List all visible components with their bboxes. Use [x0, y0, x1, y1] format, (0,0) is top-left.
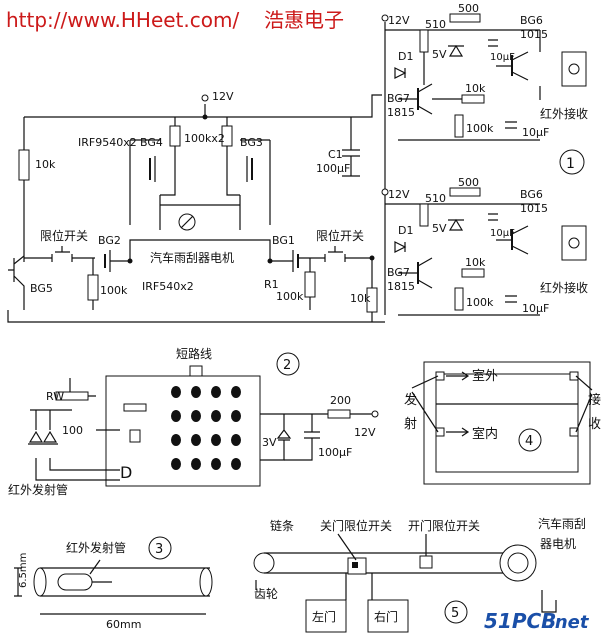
- bg2-label: BG2: [98, 234, 121, 247]
- rx-top-r500: 500: [458, 2, 479, 15]
- watermark-b: .net: [548, 612, 590, 633]
- rx-bot-label: 红外接收: [540, 280, 588, 295]
- rx-top-bg7: BG7: [387, 92, 410, 105]
- motor-driver-circuit: 12V 10k BG5 限位开关 100k BG2 BG1 R1 100k: [7, 90, 385, 323]
- r-100k-left-label: 100k: [100, 284, 128, 297]
- rx-top-bg6-type: 1015: [520, 28, 548, 41]
- rx-top-index: 1: [566, 156, 575, 172]
- rx-bot-bg7: BG7: [387, 266, 410, 279]
- bg4-label: BG4: [140, 136, 163, 149]
- fig3-emitter-tube: 3 红外发射管 6.5mm 60mm: [14, 536, 213, 631]
- irf9540-label: IRF9540x2: [78, 136, 137, 149]
- ir-receiver-bottom: 12V D1 500 510 5V 10μF BG7 1815 10k 100k…: [381, 176, 588, 316]
- rx-bot-bg7-type: 1815: [387, 280, 415, 293]
- rx-bot-z5v: 5V: [432, 222, 447, 235]
- fig2-emitter-label: 红外发射管: [8, 482, 68, 497]
- limit-left-label: 限位开关: [40, 228, 88, 243]
- fig5-open: 开门限位开关: [408, 518, 480, 533]
- fig4-rx-2: 收: [588, 417, 601, 432]
- fig2-z3v: 3V: [262, 436, 277, 449]
- r-top-left-label: 10k: [35, 158, 56, 171]
- rx-top-bg6: BG6: [520, 14, 543, 27]
- fig4-layout: 室外 室内 发 射 接 收 4: [404, 361, 601, 485]
- fig4-outdoor: 室外: [472, 368, 498, 384]
- chip-pins: [171, 386, 241, 470]
- fig2-short-label: 短路线: [176, 346, 212, 361]
- fig4-tx-1: 发: [404, 392, 417, 408]
- rx-bot-c10u-b: 10μF: [522, 302, 549, 315]
- rx-top-r510: 510: [425, 18, 446, 31]
- fig5-close: 关门限位开关: [320, 518, 392, 533]
- rx-bot-r510: 510: [425, 192, 446, 205]
- fig5-motor-2: 器电机: [540, 537, 576, 551]
- fig3-len: 60mm: [106, 618, 141, 631]
- rx-bot-bg6-type: 1015: [520, 202, 548, 215]
- rx-top-r100k: 100k: [466, 122, 494, 135]
- r1-label: R1: [264, 278, 279, 291]
- chip-d-label: D: [120, 463, 132, 482]
- rx-bot-r100k: 100k: [466, 296, 494, 309]
- limit-right-label: 限位开关: [316, 228, 364, 243]
- gear-icon: [253, 552, 275, 574]
- irf540-label: IRF540x2: [142, 280, 194, 293]
- c1-label: C1: [328, 148, 343, 161]
- fig4-tx-2: 射: [404, 416, 417, 432]
- bg5-label: BG5: [30, 282, 53, 295]
- rx-bot-d1: D1: [398, 224, 413, 237]
- fig2-r200: 200: [330, 394, 351, 407]
- bg3-label: BG3: [240, 136, 263, 149]
- rx-bot-c10u-a: 10μF: [490, 228, 515, 239]
- rx-bot-bg6: BG6: [520, 188, 543, 201]
- rx-top-r10k: 10k: [465, 82, 486, 95]
- fig2-vcc: 12V: [354, 426, 376, 439]
- rx-top-c10u-b: 10μF: [522, 126, 549, 139]
- r-100kx2-label: 100kx2: [184, 132, 225, 145]
- r-10k-bottom-label: 10k: [350, 292, 371, 305]
- header-url[interactable]: http://www.HHeet.com/: [6, 8, 239, 32]
- fig5-index: 5: [451, 606, 459, 621]
- fig4-index: 4: [525, 434, 533, 449]
- rx-top-z5v: 5V: [432, 48, 447, 61]
- rx-top-label: 红外接收: [540, 106, 588, 121]
- rx-top-vcc: 12V: [388, 14, 410, 27]
- fig2-index: 2: [283, 358, 291, 373]
- fig5-right: 右门: [374, 609, 398, 624]
- fig3-dia: 6.5mm: [18, 553, 29, 588]
- r1-value-label: 100k: [276, 290, 304, 303]
- fig5-motor-1: 汽车雨刮: [538, 516, 586, 531]
- fig2-cap: 100μF: [318, 446, 352, 459]
- rx-bot-r10k: 10k: [465, 256, 486, 269]
- fig2-emitter-driver: 2 短路线 D 200 12V 3V 100μF RW 100 红外发射管: [8, 346, 379, 497]
- rx-top-c10u-a: 10μF: [490, 52, 515, 63]
- fig5-left: 左门: [312, 609, 336, 624]
- fig3-index: 3: [155, 542, 163, 557]
- bg1-label: BG1: [272, 234, 295, 247]
- fig4-rx-1: 接: [588, 392, 601, 408]
- rx-top-d1: D1: [398, 50, 413, 63]
- fig4-indoor: 室内: [472, 426, 498, 442]
- c1-value-label: 100μF: [316, 162, 350, 175]
- fig5-door-mechanism: 链条 关门限位开关 开门限位开关 汽车雨刮 器电机 齿轮 左门 右门 5: [253, 516, 586, 633]
- rx-bot-r500: 500: [458, 176, 479, 189]
- fig3-label: 红外发射管: [66, 540, 126, 555]
- rx-top-bg7-type: 1815: [387, 106, 415, 119]
- fig5-gear: 齿轮: [254, 587, 278, 601]
- c1-vcc-label: 12V: [212, 90, 234, 103]
- fig2-rw-value: 100: [62, 424, 83, 437]
- motor-label: 汽车雨刮器电机: [150, 250, 234, 265]
- rx-bot-vcc: 12V: [388, 188, 410, 201]
- ir-receiver-top: 12V D1 500 510 5V 10μF BG7 1815 10k 100k…: [381, 2, 588, 315]
- fig2-rw: RW: [46, 390, 64, 403]
- watermark-a: 51PCB: [484, 609, 556, 633]
- fig5-chain: 链条: [270, 518, 294, 533]
- header-brand: 浩惠电子: [264, 8, 344, 32]
